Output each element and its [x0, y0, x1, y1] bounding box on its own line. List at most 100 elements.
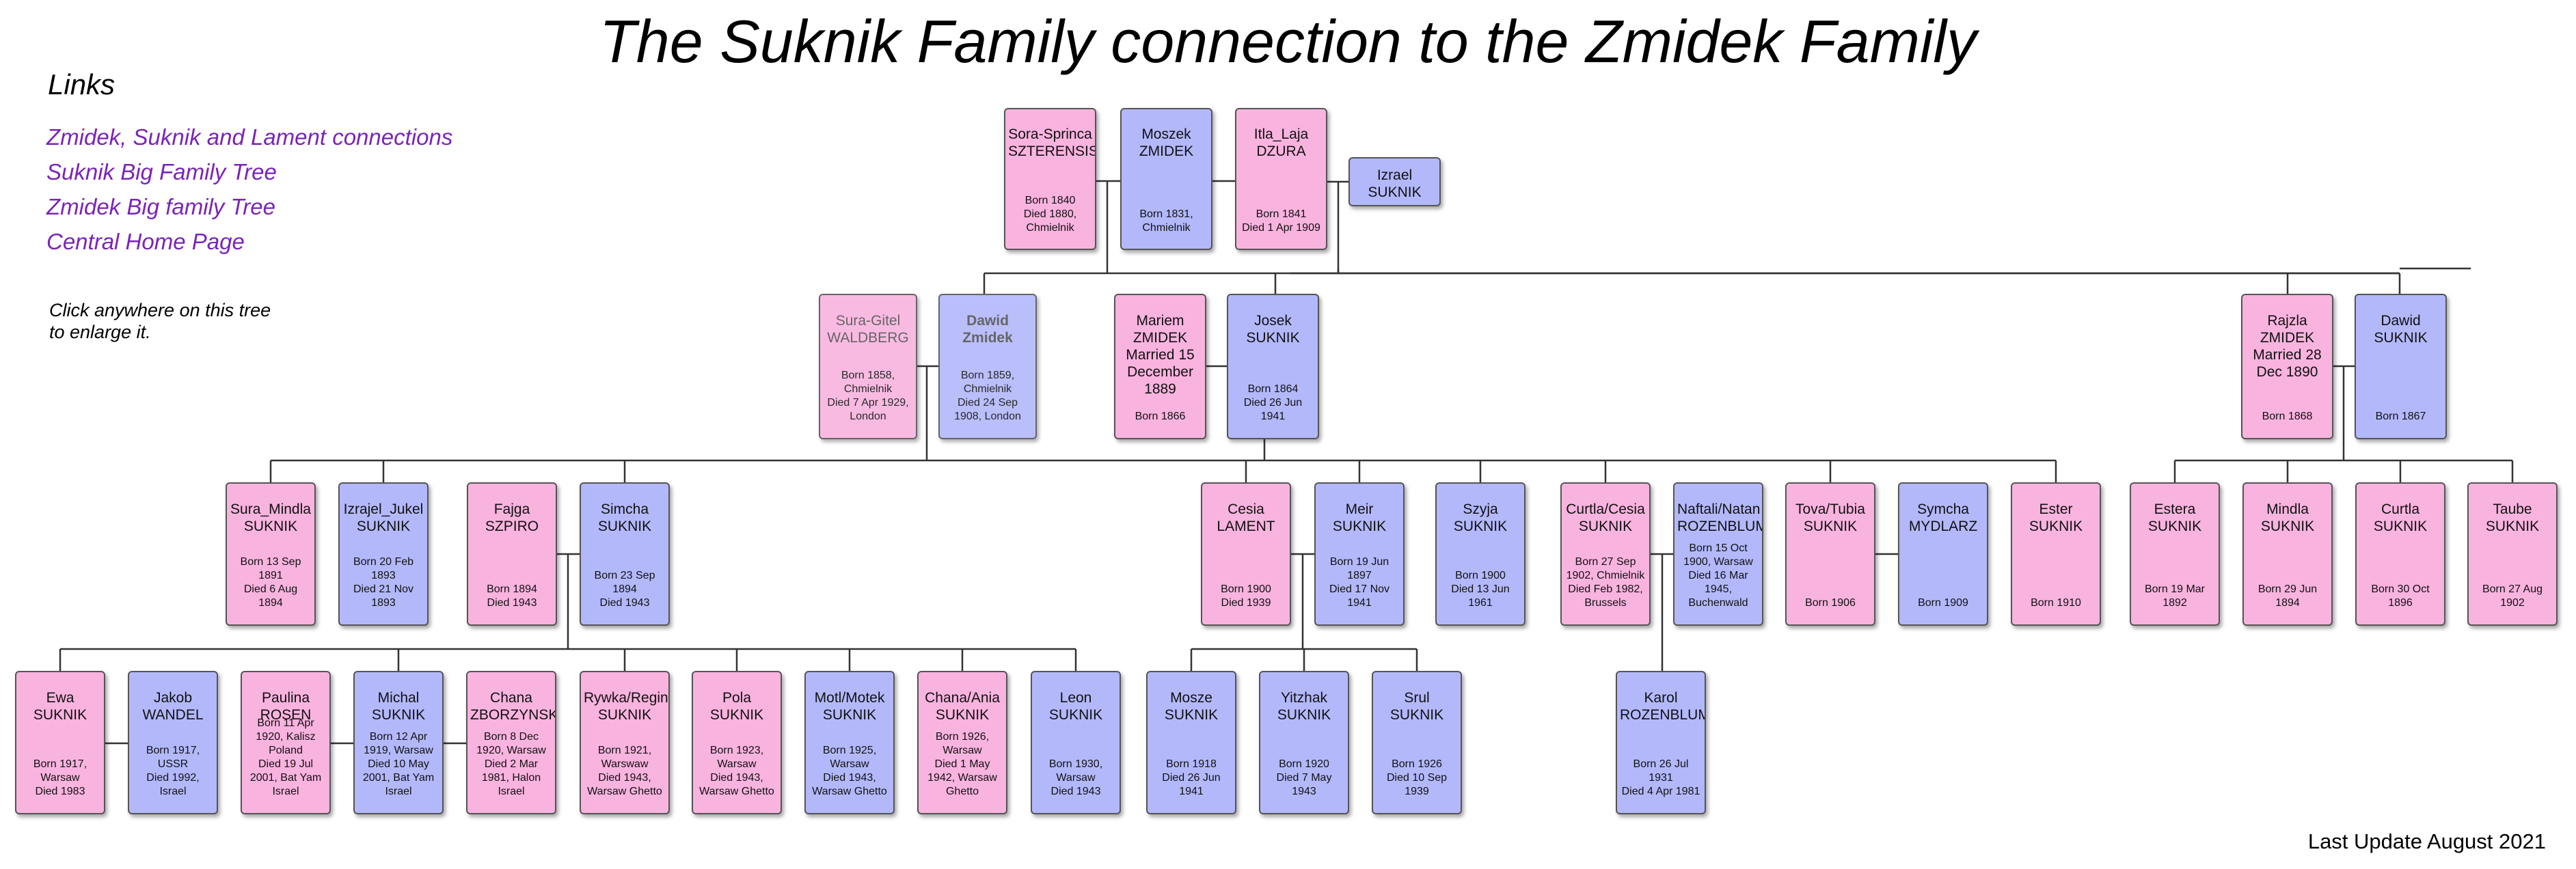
- person-card-ester[interactable]: Ester SUKNIK Born 1910: [2011, 482, 2101, 626]
- person-card-mindla[interactable]: Mindla SUKNIK Born 29 Jun 1894: [2242, 482, 2333, 626]
- person-name: Paulina ROSEN: [260, 689, 312, 723]
- person-name: Fajga SZPIRO: [485, 501, 539, 534]
- person-dates: Born 1868: [2262, 411, 2313, 423]
- person-dates: Born 19 Jun 1897 Died 17 Nov 1941: [1329, 556, 1390, 609]
- links-heading: Links: [48, 68, 116, 100]
- link-central-home-page[interactable]: Central Home Page: [46, 229, 245, 254]
- person-dates: Born 1906: [1805, 597, 1856, 609]
- person-name: Mindla SUKNIK: [2260, 501, 2315, 534]
- person-card-michal[interactable]: Michal SUKNIK Born 12 Apr 1919, Warsaw Di…: [353, 671, 444, 814]
- person-card-chana[interactable]: Chana ZBORZYNSKABorn 8 Dec 1920, Warsaw …: [466, 671, 556, 814]
- person-dates: Born 1910: [2031, 597, 2081, 609]
- person-dates: Born 11 Apr 1920, Kalisz Poland Died 19 …: [249, 717, 322, 798]
- person-dates: Born 1900 Died 1939: [1221, 583, 1271, 609]
- person-card-cesia[interactable]: Cesia LAMENT Born 1900 Died 1939: [1201, 482, 1291, 626]
- person-name: Szyja SUKNIK: [1453, 501, 1508, 534]
- person-name: Yitzhak SUKNIK: [1277, 689, 1331, 723]
- person-name: Simcha SUKNIK: [597, 501, 652, 534]
- person-name: Sora-Sprinca SZTERENSIS: [1008, 126, 1096, 160]
- person-dates: Born 1930, Warsaw Died 1943: [1048, 758, 1103, 798]
- person-name: Michal SUKNIK: [371, 689, 426, 723]
- person-card-pola[interactable]: Pola SUKNIK Born 1923, Warsaw Died 1943, …: [692, 671, 782, 814]
- person-card-jakob[interactable]: Jakob WANDEL Born 1917, USSR Died 1992, I…: [128, 671, 218, 814]
- person-card-taube[interactable]: Taube SUKNIK Born 27 Aug 1902: [2467, 482, 2558, 626]
- person-name: Karol ROZENBLUM: [1620, 689, 1706, 723]
- person-card-leon[interactable]: Leon SUKNIK Born 1930, Warsaw Died 1943: [1031, 671, 1121, 814]
- person-name: Taube SUKNIK: [2485, 501, 2540, 534]
- link-zmidek-suknik-lament-connections[interactable]: Zmidek, Suknik and Lament connections: [46, 124, 453, 150]
- person-dates: Born 1917, Warsaw Died 1983: [33, 758, 87, 798]
- person-name: Sura_Mindla SUKNIK: [230, 501, 311, 534]
- page-title: The Suknik Family connection to the Zmid…: [599, 8, 1977, 75]
- person-dates: Born 8 Dec 1920, Warsaw Died 2 Mar 1981,…: [476, 731, 546, 798]
- person-dates: Born 1831, Chmielnik: [1139, 208, 1193, 234]
- person-card-izrael[interactable]: Izrael SUKNIK: [1348, 157, 1441, 206]
- person-card-tova[interactable]: Tova/Tubia SUKNIK Born 1906: [1785, 482, 1875, 626]
- person-dates: Born 1921, Warswaw Died 1943, Warsaw Ghe…: [587, 745, 662, 798]
- person-dates: Born 30 Oct 1896: [2371, 583, 2430, 609]
- person-name: Rywka/Regina SUKNIK: [584, 689, 670, 723]
- person-dates: Born 1926 Died 10 Sep 1939: [1386, 758, 1448, 798]
- person-name: Mariem ZMIDEK Married 15 December 1889: [1126, 313, 1195, 398]
- person-dates: Born 1867: [2375, 411, 2426, 423]
- person-dates: Born 1923, Warsaw Died 1943, Warsaw Ghet…: [699, 745, 774, 798]
- person-name: Pola SUKNIK: [709, 689, 764, 723]
- person-dates: Born 15 Oct 1900, Warsaw Died 16 Mar 194…: [1683, 542, 1753, 609]
- person-dates: Born 1858, Chmielnik Died 7 Apr 1929, Lo…: [827, 370, 909, 423]
- person-name: Curtla SUKNIK: [2373, 501, 2428, 534]
- person-name: Rajzla ZMIDEK Married 28 Dec 1890: [2253, 313, 2322, 381]
- person-card-naftali[interactable]: Naftali/Natan ROZENBLUM Born 15 Oct 1900,…: [1673, 482, 1763, 626]
- person-card-simcha[interactable]: Simcha SUKNIK Born 23 Sep 1894 Died 1943: [580, 482, 670, 626]
- person-dates: Born 1864 Died 26 Jun 1941: [1243, 383, 1303, 423]
- person-card-fajga[interactable]: Fajga SZPIRO Born 1894 Died 1943: [467, 482, 557, 626]
- person-dates: Born 1925, Warsaw Died 1943, Warsaw Ghet…: [812, 745, 887, 798]
- person-card-yitzhak[interactable]: Yitzhak SUKNIK Born 1920 Died 7 May 1943: [1259, 671, 1349, 814]
- person-name: Jakob WANDEL: [142, 689, 204, 723]
- person-card-meir[interactable]: Meir SUKNIK Born 19 Jun 1897 Died 17 Nov …: [1314, 482, 1405, 626]
- person-dates: Born 1900 Died 13 Jun 1961: [1451, 570, 1510, 609]
- person-dates: Born 29 Jun 1894: [2258, 583, 2318, 609]
- link-suknik-big-family-tree[interactable]: Suknik Big Family Tree: [46, 159, 277, 184]
- person-name: Naftali/Natan ROZENBLUM: [1677, 501, 1763, 534]
- person-dates: Born 1920 Died 7 May 1943: [1276, 758, 1332, 798]
- person-name: Meir SUKNIK: [1332, 501, 1387, 534]
- person-dates: Born 12 Apr 1919, Warsaw Died 10 May 200…: [362, 731, 435, 798]
- person-name: Cesia LAMENT: [1217, 501, 1275, 534]
- person-name: Izrael SUKNIK: [1368, 167, 1422, 201]
- person-dates: Born 1917, USSR Died 1992, Israel: [146, 745, 200, 798]
- person-dates: Born 19 Mar 1892: [2144, 583, 2206, 609]
- person-dates: Born 27 Aug 1902: [2482, 583, 2543, 609]
- person-name: Leon SUKNIK: [1048, 689, 1103, 723]
- person-card-szyja[interactable]: Szyja SUKNIK Born 1900 Died 13 Jun 1961: [1435, 482, 1526, 626]
- last-update-text: Last Update August 2021: [2307, 829, 2546, 853]
- link-zmidek-big-family-tree[interactable]: Zmidek Big family Tree: [46, 194, 275, 219]
- person-card-curtla2[interactable]: Curtla SUKNIK Born 30 Oct 1896: [2355, 482, 2445, 626]
- person-card-rywka[interactable]: Rywka/Regina SUKNIK Born 1921, Warswaw Di…: [580, 671, 670, 814]
- person-dates: Born 1894 Died 1943: [487, 583, 537, 609]
- person-name: Tova/Tubia SUKNIK: [1795, 501, 1865, 534]
- person-dates: Born 23 Sep 1894 Died 1943: [594, 570, 655, 609]
- person-name: Itla_Laja DZURA: [1253, 126, 1309, 160]
- person-name: Ester SUKNIK: [2029, 501, 2083, 534]
